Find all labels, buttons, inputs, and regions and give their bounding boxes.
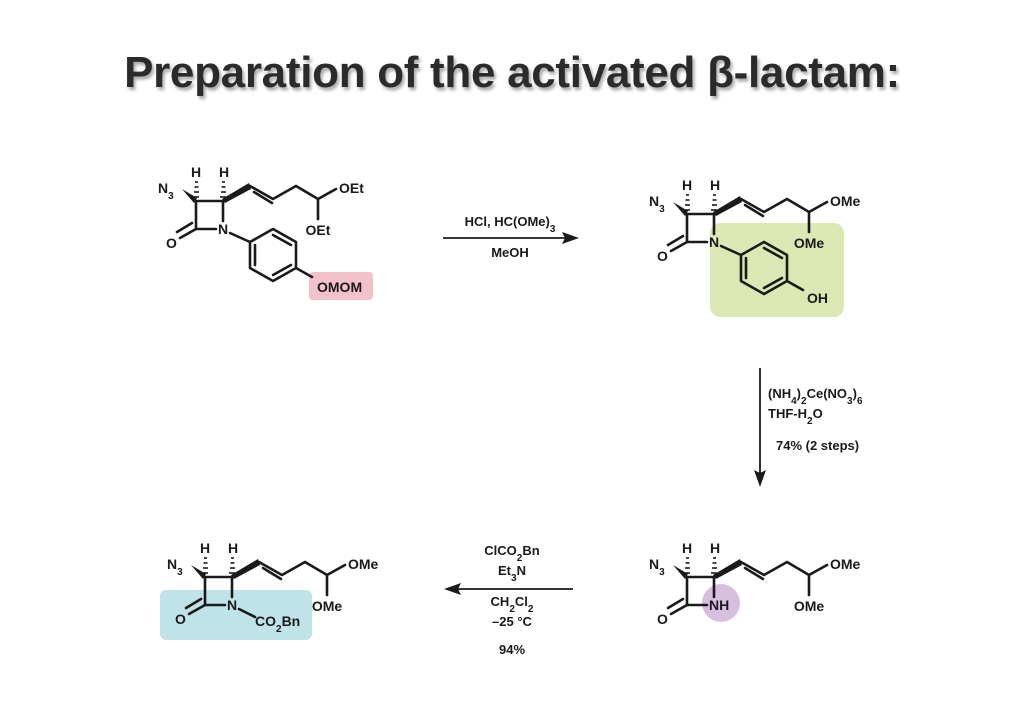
reaction-arrow-step3: ClCO2Bn Et3N CH2Cl2 –25 °C 94% [444,543,573,657]
step3-reagent: ClCO2Bn [484,543,539,564]
azide-label: N3 [158,180,174,202]
omom-highlight [309,272,373,300]
nh-label: NH [709,597,729,613]
aryl-substituent-label: OH [807,290,828,306]
h-label: H [191,164,201,180]
nh-highlight [702,584,740,622]
aryl-substituent-label: OMOM [317,279,362,295]
h-label: H [200,540,210,556]
h-label: H [710,540,720,556]
reaction-arrow-step1: HCl, HC(OMe)3 MeOH [443,214,579,260]
acetal-upper-label: OEt [339,180,364,196]
acetal-upper-label: OMe [830,193,861,209]
cbz-lactam: N3 H H N O CO2Bn OMe OMe [160,540,379,640]
nitrogen-label: N [218,221,228,237]
acetal-lower-label: OMe [794,598,825,614]
h-label: H [710,177,720,193]
step2-solvent: THF-H2O [768,406,823,427]
step3-solvent: CH2Cl2 [491,594,534,615]
carbamate-label: CO2Bn [255,613,300,635]
acetal-lower-label: OMe [312,598,343,614]
step1-reagents: HCl, HC(OMe)3 [465,214,556,235]
step3-base: Et3N [498,563,526,584]
h-label: H [219,164,229,180]
oxygen-label: O [166,235,177,251]
step3-yield: 94% [499,642,525,657]
h-label: H [682,177,692,193]
acetal-upper-label: OMe [348,556,379,572]
acetal-upper-label: OMe [830,556,861,572]
starting-material: N3 H H N O OEt OEt OMOM [158,164,373,300]
oxygen-label: O [657,248,668,264]
step3-temperature: –25 °C [492,614,533,629]
step2-yield: 74% (2 steps) [776,438,859,453]
azide-label: N3 [167,556,183,578]
acetal-lower-label: OEt [306,222,331,238]
azide-label: N3 [649,556,665,578]
acetal-lower-label: OMe [794,235,825,251]
azide-label: N3 [649,193,665,215]
cbz-highlight [160,590,312,640]
reaction-arrow-step2: (NH4)2Ce(NO3)6 THF-H2O 74% (2 steps) [754,368,863,487]
phenol-highlight [710,223,844,317]
step1-solvent: MeOH [491,245,529,260]
nitrogen-label: N [709,234,719,250]
nitrogen-label: N [227,597,237,613]
h-label: H [682,540,692,556]
oxygen-label: O [657,611,668,627]
step2-reagent: (NH4)2Ce(NO3)6 [768,386,863,407]
oxygen-label: O [175,611,186,627]
nh-lactam: N3 H H NH O OMe OMe [649,540,861,627]
h-label: H [228,540,238,556]
phenol-intermediate: N3 H H N O OMe OMe OH [649,177,861,317]
slide-title: Preparation of the activated β-lactam: [124,48,900,97]
